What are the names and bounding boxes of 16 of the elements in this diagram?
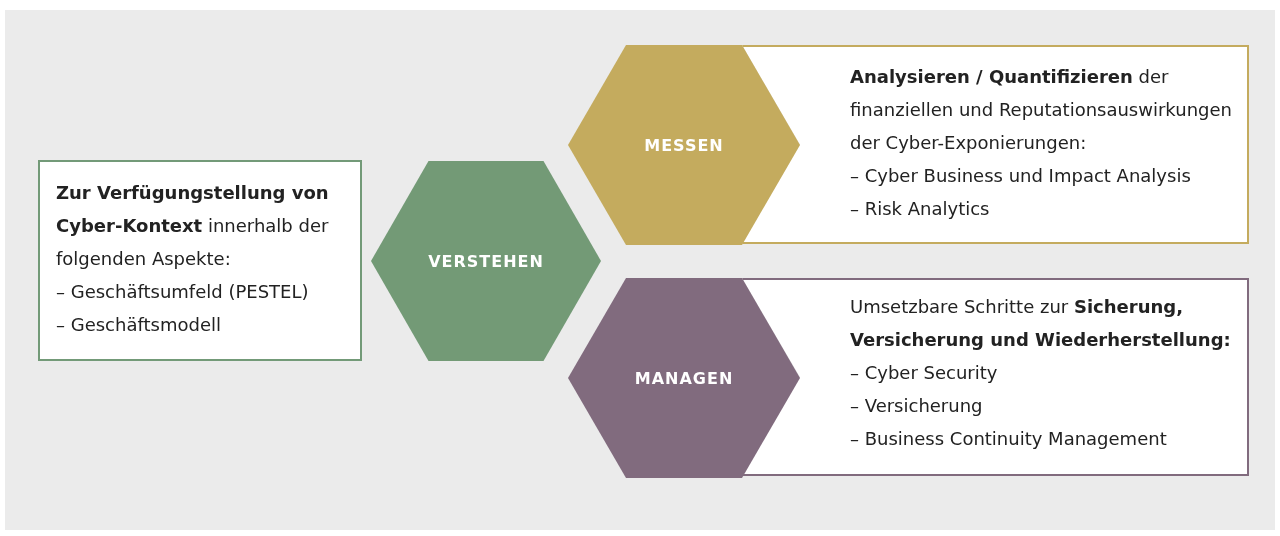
list-item: – Geschäftsumfeld (PESTEL) xyxy=(56,280,310,304)
description-text: Zur Verfügungstellung von Cyber-Kontext innerhalb der folgenden Aspekte: xyxy=(56,181,330,271)
hexagon-label: MANAGEN xyxy=(634,368,734,388)
list-item: – Business Continuity Management xyxy=(850,427,1168,451)
list-item: – Cyber Security xyxy=(850,361,999,385)
text-panel xyxy=(742,45,1249,244)
description-text: Umsetzbare Schritte zur Sicherung, Versicherung und Wiederherstellung: xyxy=(850,295,1232,352)
list-item: – Versicherung xyxy=(850,394,984,418)
list-item: – Cyber Business und Impact Analysis xyxy=(850,164,1192,188)
hexagon-label: VERSTEHEN xyxy=(428,251,544,271)
list-item: – Geschäftsmodell xyxy=(56,313,222,337)
description-text: Analysieren / Quantifizieren der finanziellen und Reputationsauswirkungen der Cyber-Exponierungen: xyxy=(850,65,1233,155)
text-panel xyxy=(38,160,362,361)
hexagon-label: MESSEN xyxy=(644,135,724,155)
text-panel xyxy=(742,278,1249,476)
list-item: – Risk Analytics xyxy=(850,197,991,221)
